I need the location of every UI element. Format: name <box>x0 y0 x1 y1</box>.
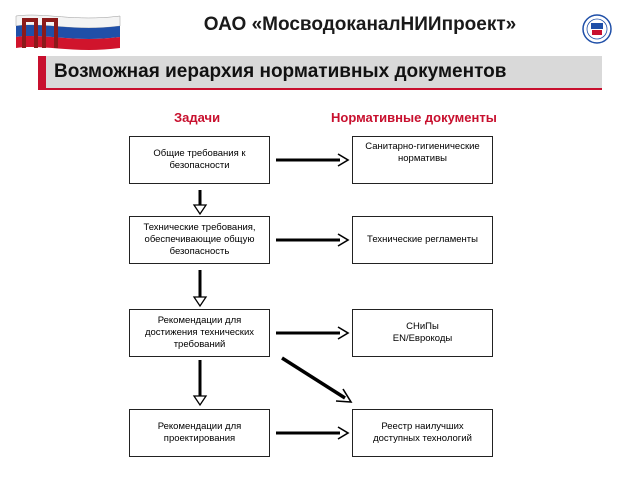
task-label: Рекомендации для достижения технических … <box>144 315 255 350</box>
tasks-column-heading: Задачи <box>174 110 221 125</box>
doc-box-technical-regulations: Технические регламенты <box>352 216 493 264</box>
page-title: Возможная иерархия нормативных документо… <box>54 61 507 82</box>
flag-logo-icon <box>14 12 122 52</box>
title-bar: Возможная иерархия нормативных документо… <box>38 56 602 88</box>
task-box-technical-requirements: Технические требования, обеспечивающие о… <box>129 216 270 264</box>
arrow-down <box>192 360 208 407</box>
title-accent-stripe <box>38 56 46 88</box>
doc-box-sanitary-norms: Санитарно-гигиенические нормативы <box>352 136 493 184</box>
document-label: СНиПы EN/Еврокоды <box>392 321 453 344</box>
emblem-logo-icon <box>582 14 612 44</box>
task-box-recommendations-requirements: Рекомендации для достижения технических … <box>129 309 270 357</box>
task-label: Технические требования, обеспечивающие о… <box>143 222 256 257</box>
organization-title: ОАО «МосводоканалНИИпроект» <box>203 14 517 35</box>
task-label: Рекомендации для проектирования <box>157 421 242 444</box>
document-label: Санитарно-гигиенические нормативы <box>365 141 480 164</box>
arrow-right <box>276 426 350 440</box>
doc-box-best-technologies-register: Реестр наилучших доступных технологий <box>352 409 493 457</box>
task-label: Общие требования к безопасности <box>153 148 246 171</box>
arrow-diagonal <box>281 356 353 403</box>
documents-column-heading: Нормативные документы <box>331 110 497 125</box>
task-box-design-recommendations: Рекомендации для проектирования <box>129 409 270 457</box>
arrow-down <box>192 270 208 308</box>
doc-box-snips-eurocodes: СНиПы EN/Еврокоды <box>352 309 493 357</box>
arrow-right <box>276 233 350 247</box>
arrow-right <box>276 326 350 340</box>
arrow-right <box>276 153 350 167</box>
document-label: Реестр наилучших доступных технологий <box>373 421 472 444</box>
title-underline <box>38 88 602 90</box>
arrow-down <box>192 190 208 216</box>
document-label: Технические регламенты <box>367 234 478 245</box>
task-box-general-safety: Общие требования к безопасности <box>129 136 270 184</box>
